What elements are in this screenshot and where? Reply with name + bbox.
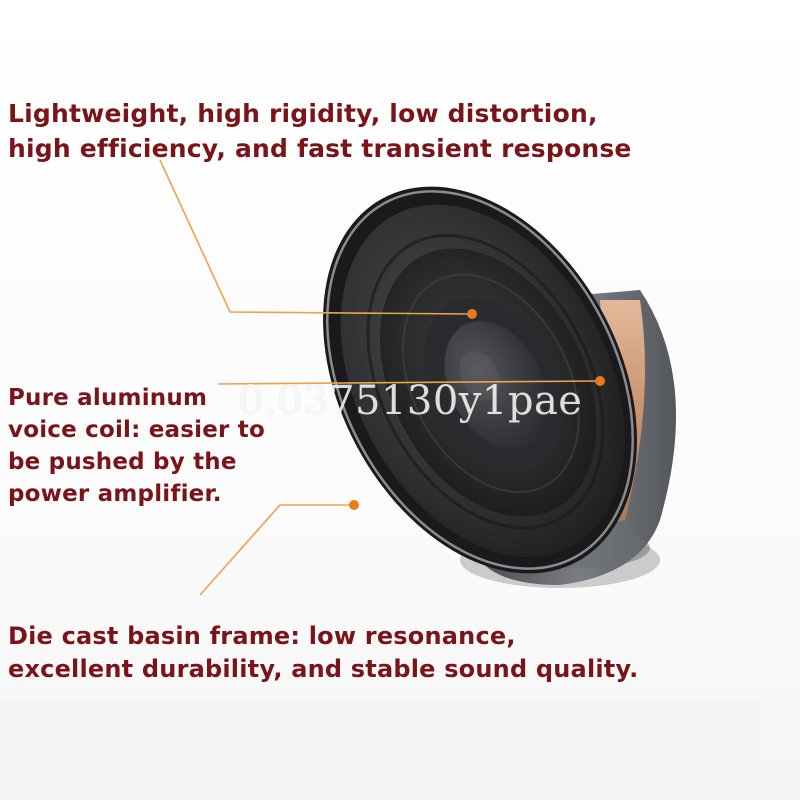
leader-line-rigidity xyxy=(159,159,471,315)
callout-frame: Die cast basin frame: low resonance, exc… xyxy=(8,620,638,686)
callout-voice-coil-line-4: power amplifier. xyxy=(8,481,222,507)
speaker-front xyxy=(323,186,637,574)
floor-shadow xyxy=(0,700,760,800)
marker-dot-voice-coil xyxy=(595,376,605,386)
callout-voice-coil: Pure aluminum voice coil: easier to be p… xyxy=(8,382,265,510)
leader-lines xyxy=(159,159,599,596)
callout-voice-coil-line-1: Pure aluminum xyxy=(8,385,208,411)
dust-cap xyxy=(444,321,548,449)
marker-dot-frame xyxy=(349,500,359,510)
marker-dot-rigidity xyxy=(467,309,477,319)
callout-voice-coil-line-3: be pushed by the xyxy=(8,449,237,475)
callout-rigidity-line-2: high efficiency, and fast transient resp… xyxy=(8,134,632,163)
leader-markers xyxy=(349,309,605,510)
callout-rigidity: Lightweight, high rigidity, low distorti… xyxy=(8,96,632,166)
callout-frame-line-2: excellent durability, and stable sound q… xyxy=(8,655,639,683)
watermark-text: 0.0375130y1pae xyxy=(238,378,583,424)
leader-line-voice-coil xyxy=(217,380,599,385)
leader-line-frame xyxy=(199,504,352,596)
callout-frame-line-1: Die cast basin frame: low resonance, xyxy=(8,622,516,650)
callout-voice-coil-line-2: voice coil: easier to xyxy=(8,417,265,443)
callout-rigidity-line-1: Lightweight, high rigidity, low distorti… xyxy=(8,99,598,128)
